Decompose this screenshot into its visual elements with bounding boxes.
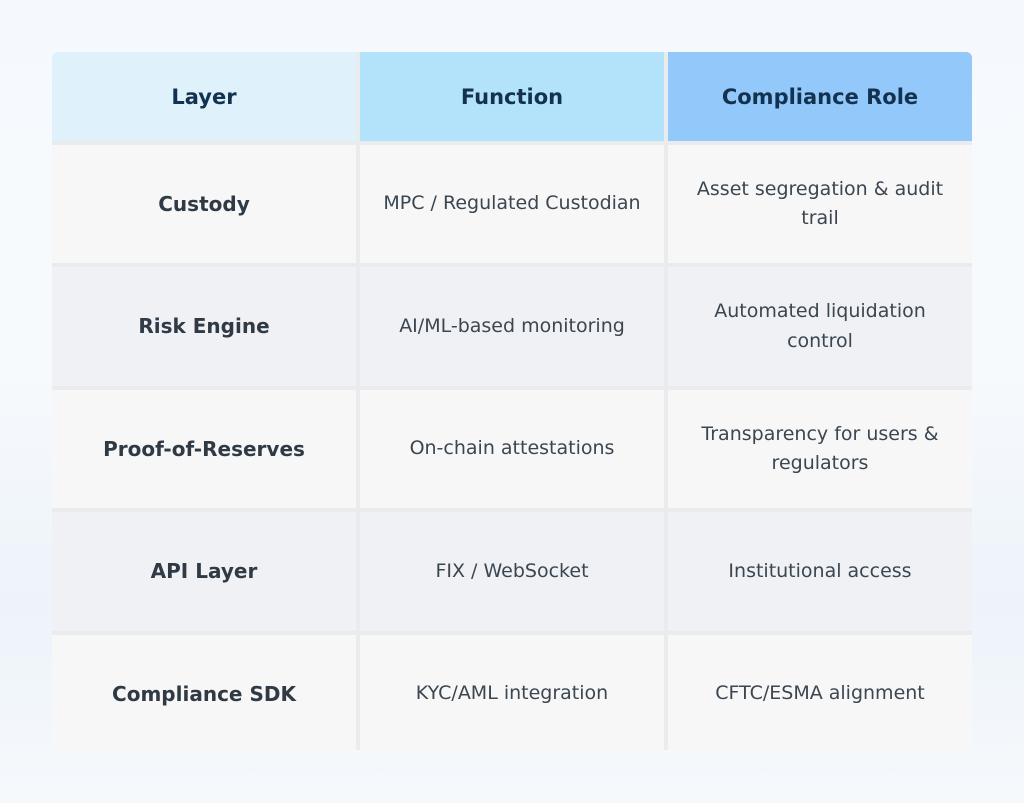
cell-function: FIX / WebSocket [360,512,664,631]
cell-layer: Custody [52,145,356,263]
cell-compliance-role: Institutional access [668,512,972,631]
cell-function: MPC / Regulated Custodian [360,145,664,263]
header-function: Function [360,52,664,141]
header-compliance-role: Compliance Role [668,52,972,141]
cell-compliance-role: Automated liquidation control [668,267,972,386]
cell-compliance-role: CFTC/ESMA alignment [668,635,972,750]
cell-function: AI/ML-based monitoring [360,267,664,386]
table-header: Layer Function Compliance Role [52,52,972,141]
compliance-layer-table-container: Layer Function Compliance Role Custody M… [52,52,972,750]
table-row: API Layer FIX / WebSocket Institutional … [52,512,972,631]
cell-function: KYC/AML integration [360,635,664,750]
cell-layer: Proof-of-Reserves [52,390,356,508]
table-row: Compliance SDK KYC/AML integration CFTC/… [52,635,972,750]
compliance-layer-table: Layer Function Compliance Role Custody M… [52,52,972,750]
cell-function: On-chain attestations [360,390,664,508]
cell-compliance-role: Asset segregation & audit trail [668,145,972,263]
cell-layer: API Layer [52,512,356,631]
cell-layer: Compliance SDK [52,635,356,750]
header-layer: Layer [52,52,356,141]
table-row: Proof-of-Reserves On-chain attestations … [52,390,972,508]
cell-layer: Risk Engine [52,267,356,386]
table-row: Risk Engine AI/ML-based monitoring Autom… [52,267,972,386]
cell-compliance-role: Transparency for users & regulators [668,390,972,508]
header-row: Layer Function Compliance Role [52,52,972,141]
table-body: Custody MPC / Regulated Custodian Asset … [52,145,972,750]
table-row: Custody MPC / Regulated Custodian Asset … [52,145,972,263]
